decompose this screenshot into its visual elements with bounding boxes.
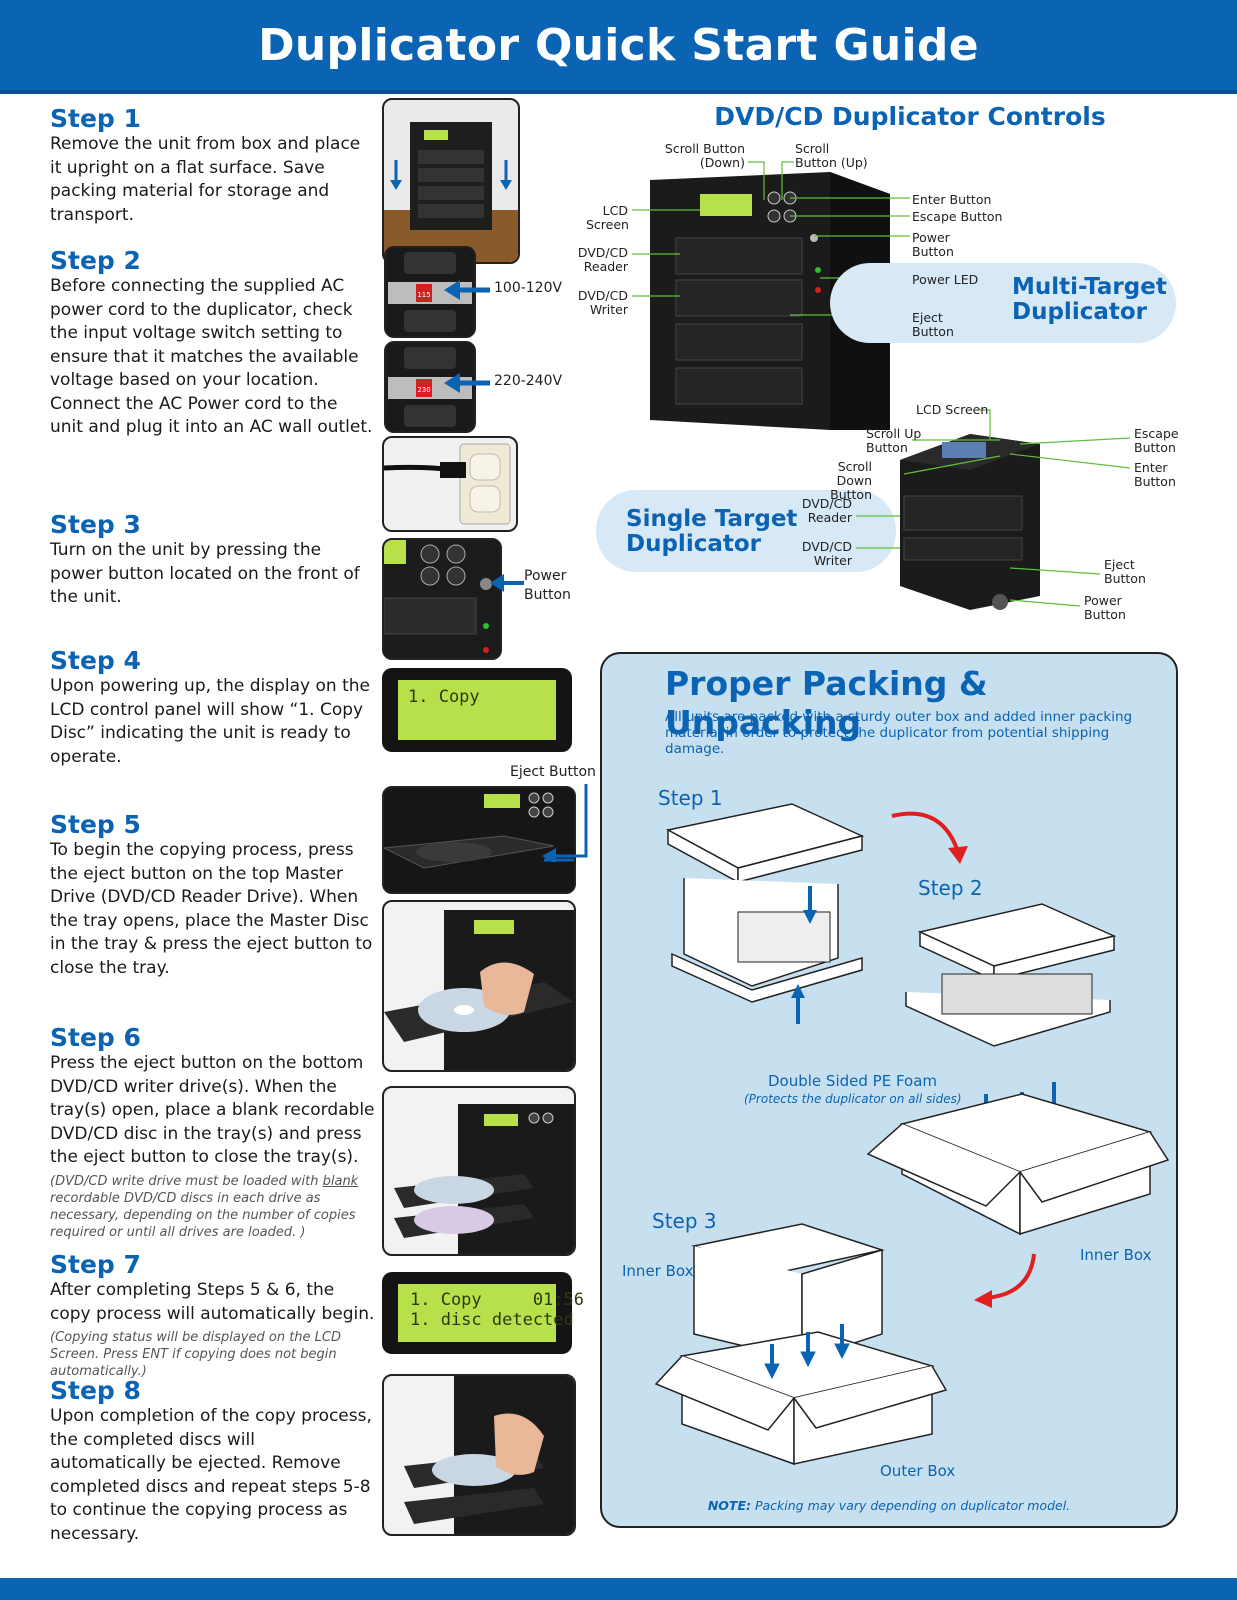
power-button-label: Power Button [524, 568, 571, 603]
step-3: Step 3 Turn on the unit by pressing the … [50, 510, 375, 610]
unit-on-table-photo [382, 98, 520, 264]
lcd-line-2: 1. disc detected [410, 1310, 574, 1330]
step-8: Step 8 Upon completion of the copy proce… [50, 1376, 375, 1546]
step-1: Step 1 Remove the unit from box and plac… [50, 104, 375, 227]
eject-button-label: Eject Button [510, 764, 596, 780]
lcd-display-copying: 1. Copy 01:56 1. disc detected [382, 1272, 584, 1354]
controls-heading: DVD/CD Duplicator Controls [714, 102, 1106, 131]
arrow-pointer-icon [542, 784, 588, 862]
step-note: (Copying status will be displayed on the… [50, 1330, 342, 1379]
step-note: (DVD/CD write drive must be loaded with … [50, 1173, 359, 1240]
switch-value-115: 115 [417, 291, 430, 299]
label-enter-button: Enter Button [912, 192, 992, 207]
step-text: Remove the unit from box and place it up… [50, 134, 361, 225]
packing-heading: Proper Packing & Unpacking [665, 664, 988, 742]
step-text: Before connecting the supplied AC power … [50, 276, 373, 437]
label-eject-button: Eject Button [912, 310, 954, 339]
multi-target-pill: Multi-Target Duplicator [830, 263, 1176, 343]
step-5: Step 5 To begin the copying process, pre… [50, 810, 375, 980]
step-title: Step 3 [50, 510, 141, 539]
step-6: Step 6 Press the eject button on the bot… [50, 1023, 375, 1241]
voltage-label-1: 100-120V [494, 280, 563, 296]
step-title: Step 2 [50, 246, 141, 275]
packing-note: NOTE: Packing may vary depending on dupl… [707, 1498, 1071, 1513]
step-text: After completing Steps 5 & 6, the copy p… [50, 1280, 375, 1324]
arrow-left-icon [444, 280, 490, 300]
packing-panel: Proper Packing & Unpacking All units are… [600, 652, 1178, 1528]
packing-illustration [654, 803, 1170, 1466]
step-title: Step 6 [50, 1023, 141, 1052]
inner-box-label-left: Inner Box [622, 1262, 694, 1280]
step-title: Step 1 [50, 104, 141, 133]
label-single-scroll-down: Scroll Down Button [830, 459, 872, 502]
lcd-line-1: 1. Copy 01:56 [410, 1290, 584, 1310]
lcd-screen: 1. Copy [398, 680, 556, 740]
label-reader: DVD/CD Reader [577, 245, 628, 274]
step-text: Upon powering up, the display on the LCD… [50, 676, 370, 767]
step-text: To begin the copying process, press the … [50, 840, 373, 978]
load-blank-discs-photo [382, 1086, 576, 1256]
label-single-writer: DVD/CD Writer [801, 539, 852, 568]
label-scroll-up: Scroll Button (Up) [795, 141, 868, 170]
step-title: Step 4 [50, 646, 141, 675]
outer-box-label: Outer Box [880, 1462, 956, 1480]
step-text: Turn on the unit by pressing the power b… [50, 540, 360, 607]
label-writer: DVD/CD Writer [577, 288, 628, 317]
packing-step-3: Step 3 [652, 1209, 717, 1233]
label-power-button: Power Button [912, 230, 954, 259]
label-single-power: Power Button [1084, 593, 1126, 622]
step-4: Step 4 Upon powering up, the display on … [50, 646, 375, 769]
step-text: Upon completion of the copy process, the… [50, 1406, 372, 1544]
page-title: Duplicator Quick Start Guide [258, 20, 979, 71]
step-title: Step 5 [50, 810, 141, 839]
foam-note: (Protects the duplicator on all sides) [744, 1092, 962, 1106]
lcd-display-ready: 1. Copy [382, 668, 572, 752]
foam-label: Double Sided PE Foam [768, 1072, 938, 1090]
label-scroll-down: Scroll Button (Down) [664, 141, 745, 170]
voltage-label-2: 220-240V [494, 373, 563, 389]
power-button-photo [382, 538, 502, 660]
wall-outlet-photo [382, 436, 518, 532]
lcd-screen: 1. Copy 01:56 1. disc detected [398, 1284, 584, 1342]
label-lcd-screen: LCD Screen [586, 203, 629, 232]
single-target-title: Single Target Duplicator [626, 506, 798, 557]
multi-target-title: Multi-Target Duplicator [1012, 274, 1167, 325]
step-7: Step 7 After completing Steps 5 & 6, the… [50, 1250, 375, 1380]
title-banner: Duplicator Quick Start Guide [0, 0, 1237, 94]
step-2: Step 2 Before connecting the supplied AC… [50, 246, 375, 440]
label-escape-button: Escape Button [912, 209, 1003, 224]
load-master-disc-photo [382, 900, 576, 1072]
label-single-escape: Escape Button [1134, 426, 1179, 455]
step-text: Press the eject button on the bottom DVD… [50, 1053, 375, 1167]
packing-step-2: Step 2 [918, 876, 983, 900]
single-target-duplicator-image [900, 434, 1040, 610]
footer-bar [0, 1578, 1237, 1600]
packing-step-1: Step 1 [658, 786, 723, 810]
arrow-left-icon [444, 373, 490, 393]
packing-intro: All units are packed with a sturdy outer… [665, 709, 1133, 757]
eject-tray-photo [382, 786, 576, 894]
voltage-switch-230-photo: 230 [384, 341, 476, 433]
remove-discs-photo [382, 1374, 576, 1536]
inner-box-label-right: Inner Box [1080, 1246, 1152, 1264]
label-single-scroll-up: Scroll Up Button [866, 426, 922, 455]
single-target-pill: Single Target Duplicator [596, 490, 896, 572]
step-title: Step 7 [50, 1250, 141, 1279]
single-target-callout-lines [856, 409, 1131, 607]
label-single-lcd: LCD Screen [916, 402, 989, 417]
label-power-led: Power LED [912, 272, 979, 287]
arrow-left-icon [490, 574, 524, 592]
label-single-enter: Enter Button [1134, 460, 1176, 489]
step-title: Step 8 [50, 1376, 141, 1405]
label-single-eject: Eject Button [1104, 557, 1146, 586]
switch-value-230: 230 [417, 386, 430, 394]
label-single-reader: DVD/CD Reader [801, 496, 852, 525]
